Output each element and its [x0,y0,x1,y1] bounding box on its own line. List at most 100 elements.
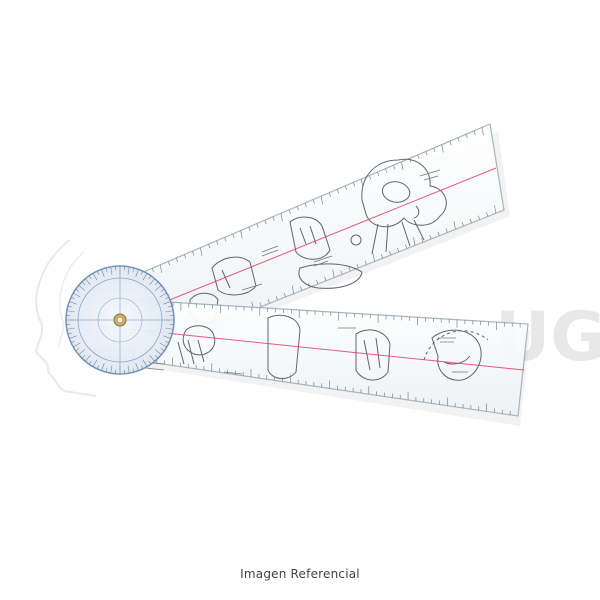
upper-arm-tick [364,260,367,265]
dial-tick [96,270,100,275]
upper-arm-tick [167,261,171,266]
upper-arm-tick [264,220,267,225]
label-mark-9 [223,371,243,375]
upper-arm-tick [248,226,251,232]
dial-tick [155,355,159,359]
upper-arm-tick [397,247,400,252]
foot-sketch-icon [298,263,363,289]
dial-tick [73,292,81,298]
dial-tick [127,266,130,275]
watermark-face-outline-icon [34,239,97,397]
upper-arm-tick [200,247,203,256]
dial-tick [75,348,80,352]
dial-tick [70,340,75,344]
upper-arm-tick [461,221,464,227]
dial-tick [160,288,165,292]
upper-arm-tick [288,209,291,214]
upper-arm-tick [385,168,388,173]
dial-tick [85,355,91,362]
upper-arm-tick [272,216,275,221]
dial-tick [66,310,75,313]
upper-arm-tick [291,285,295,294]
dial-tick [88,360,92,365]
dial-tick [168,332,173,335]
dial-tick [96,365,100,370]
dial-tick [159,342,167,348]
dial-tick [92,273,98,281]
dial-tick [101,363,105,371]
upper-arm-tick [352,182,356,187]
dial-tick [165,310,174,313]
upper-arm-tick [332,269,335,278]
dial-tick [110,365,113,374]
dial-tick [140,270,144,275]
upper-arm-tick [348,267,351,272]
upper-arm-tick [175,257,179,263]
upper-arm-tick [283,292,286,297]
upper-arm-tick [159,264,163,273]
dial-degree-ticks [66,266,174,374]
dial-tick [132,267,135,272]
dial-tick [132,368,135,373]
dial-tick [101,269,105,277]
dial-tick [69,301,77,305]
upper-arm-tick [184,254,187,259]
dial-tick [81,355,85,359]
upper-arm-tick [481,127,484,136]
upper-arm-tick [224,237,227,242]
dial-tick [105,368,108,373]
dial-tick [155,285,162,291]
dial-tick [135,269,139,277]
upper-arm-tick [280,213,283,222]
upper-arm-tick [372,253,375,262]
label-mark-4 [241,283,263,291]
upper-arm-tick [324,276,327,281]
upper-arm-tick [377,171,380,177]
elbow-sketch-icon [355,329,391,381]
dial-tick [160,348,165,352]
upper-arm-tick [316,279,319,285]
dial-tick [149,355,155,362]
upper-arm-tick [296,206,299,211]
upper-arm-tick [320,196,323,205]
upper-arm-tick [240,230,243,239]
label-mark-5 [438,337,456,343]
pivot-rivet-hole [117,317,123,323]
upper-arm-tick [232,233,235,239]
dial-tick [159,292,167,298]
protractor-dial [65,265,175,375]
dial-tick [142,359,148,367]
upper-arm-tick [344,185,348,190]
upper-arm-tick [304,202,307,208]
dial-tick [66,327,75,330]
upper-arm-tick [369,175,372,180]
pelvis-detail-icon [381,181,420,219]
upper-arm-tick [433,147,436,153]
upper-arm-tick [256,223,259,228]
upper-arm-tick [409,158,412,163]
label-mark-3 [419,169,441,181]
dial-tick [67,332,72,335]
dial-tick [69,335,77,339]
small-dot-icon [350,234,362,246]
dial-tick [163,335,171,339]
dial-tick [140,365,144,370]
upper-arm-tick [267,299,270,304]
upper-arm-tick [356,263,359,269]
dial-tick [165,327,174,330]
upper-arm-tick [429,234,432,240]
dial-tick [155,349,162,355]
dial-tick [105,267,108,272]
upper-arm-tick [299,286,303,291]
upper-arm-tick [388,250,392,256]
dial-tick [110,266,113,275]
upper-arm-tick [437,231,440,236]
dial-tick [78,349,85,355]
upper-arm-tick [449,141,452,146]
dial-tick [155,281,159,285]
dial-tick [88,275,92,280]
upper-arm-tick [485,212,489,217]
upper-arm-tick [445,228,448,233]
upper-arm-tick [401,161,404,170]
